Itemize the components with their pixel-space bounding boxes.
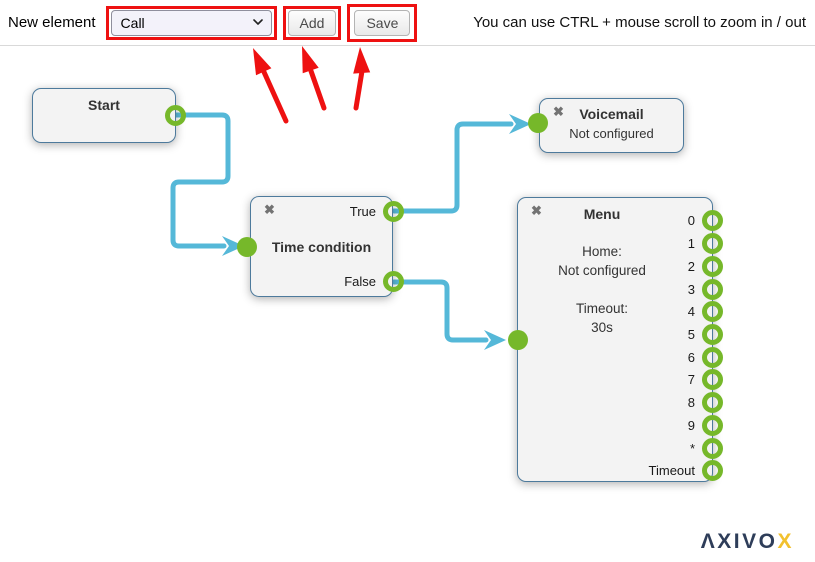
menu-output-port-7[interactable]	[702, 369, 723, 391]
save-button[interactable]: Save	[354, 9, 411, 36]
add-button[interactable]: Add	[287, 9, 337, 36]
wire-true-to-voicemail	[391, 121, 514, 214]
menu-output-port-star[interactable]	[702, 437, 723, 459]
menu-port-row: 9	[649, 414, 723, 437]
element-type-select[interactable]: Call	[110, 9, 272, 36]
menu-output-port-0[interactable]	[702, 210, 723, 232]
node-start-title: Start	[88, 97, 120, 113]
menu-timeout-label: Timeout:	[575, 301, 629, 316]
node-menu-title: Menu	[583, 206, 621, 222]
red-arrowhead	[353, 47, 371, 74]
menu-port-label: 3	[687, 281, 695, 297]
highlight-box-select: Call	[105, 5, 277, 40]
menu-port-row: Timeout	[649, 459, 723, 482]
logo-text: ΛXIVO	[700, 530, 778, 553]
menu-port-label: 8	[687, 395, 695, 411]
voicemail-status: Not configured	[569, 126, 654, 141]
menu-output-ports: 0 1 2 3 4 5 6 7 8 9 * Timeout	[649, 210, 723, 483]
menu-port-label: 4	[687, 304, 695, 320]
menu-port-label: 5	[687, 326, 695, 342]
timecondition-false-port[interactable]	[383, 271, 404, 292]
menu-home-label: Home:	[582, 244, 622, 259]
highlight-box-add: Add	[282, 5, 342, 40]
node-voicemail-title: Voicemail	[579, 106, 644, 122]
red-arrow-shaft	[308, 68, 327, 111]
menu-input-port[interactable]	[508, 330, 528, 350]
voicemail-input-port[interactable]	[528, 113, 548, 133]
node-time-condition-title: Time condition	[271, 239, 372, 255]
close-icon[interactable]: ✖	[553, 104, 564, 119]
menu-port-label: 9	[687, 417, 695, 433]
menu-home-value: Not configured	[558, 263, 646, 278]
menu-port-label: Timeout	[648, 463, 695, 479]
menu-output-port-1[interactable]	[702, 233, 723, 255]
red-arrow-shaft	[353, 70, 365, 111]
toolbar: New element Call Add Save You can use CT…	[0, 0, 815, 46]
menu-timeout-value: 30s	[591, 320, 613, 335]
menu-output-port-2[interactable]	[702, 255, 723, 277]
output-label-true: True	[349, 204, 376, 219]
menu-port-row: 5	[649, 323, 723, 346]
timecondition-true-port[interactable]	[383, 201, 404, 222]
output-label-false: False	[344, 274, 376, 289]
menu-output-port-8[interactable]	[702, 392, 723, 414]
node-start[interactable]: Start	[32, 88, 186, 143]
menu-port-row: 8	[649, 391, 723, 414]
menu-port-row: 0	[649, 210, 723, 233]
red-arrow-shaft	[261, 69, 289, 124]
menu-port-row: 4	[649, 300, 723, 323]
new-element-label: New element	[8, 14, 96, 31]
wire-start-to-timecondition	[170, 112, 231, 249]
menu-output-port-5[interactable]	[702, 323, 723, 345]
menu-port-label: 7	[687, 372, 695, 388]
menu-output-port-9[interactable]	[702, 414, 723, 436]
arrowhead-to-menu	[484, 330, 506, 350]
start-output-port[interactable]	[165, 105, 186, 126]
logo-accent: X	[777, 530, 794, 553]
menu-port-label: 6	[687, 349, 695, 365]
close-icon[interactable]: ✖	[264, 202, 275, 217]
zoom-hint-text: You can use CTRL + mouse scroll to zoom …	[473, 14, 806, 31]
menu-settings: Home: Not configured Timeout: 30s	[518, 242, 686, 337]
axivox-logo: ΛXIVOX	[701, 531, 794, 553]
menu-output-port-4[interactable]	[702, 301, 723, 323]
wire-false-to-menu	[391, 279, 489, 343]
menu-port-label: 2	[687, 258, 695, 274]
close-icon[interactable]: ✖	[531, 203, 542, 218]
menu-output-port-timeout[interactable]	[702, 460, 723, 482]
menu-port-row: 1	[649, 232, 723, 255]
red-arrowhead	[253, 48, 272, 76]
menu-port-label: 0	[687, 213, 695, 229]
menu-port-row: 6	[649, 346, 723, 369]
menu-output-port-6[interactable]	[702, 346, 723, 368]
menu-port-row: 2	[649, 255, 723, 278]
node-menu[interactable]: ✖ Menu Home: Not configured Timeout: 30s…	[508, 197, 723, 482]
menu-port-row: *	[649, 437, 723, 460]
menu-port-label: *	[689, 440, 695, 456]
menu-port-label: 1	[687, 236, 695, 252]
node-voicemail[interactable]: ✖ Voicemail Not configured	[528, 98, 684, 153]
timecondition-input-port[interactable]	[237, 237, 257, 257]
node-time-condition[interactable]: ✖ Time condition True False	[237, 196, 404, 297]
red-arrowhead	[302, 46, 319, 74]
highlight-box-save: Save	[347, 3, 418, 42]
menu-output-port-3[interactable]	[702, 278, 723, 300]
menu-port-row: 3	[649, 278, 723, 301]
menu-port-row: 7	[649, 369, 723, 392]
